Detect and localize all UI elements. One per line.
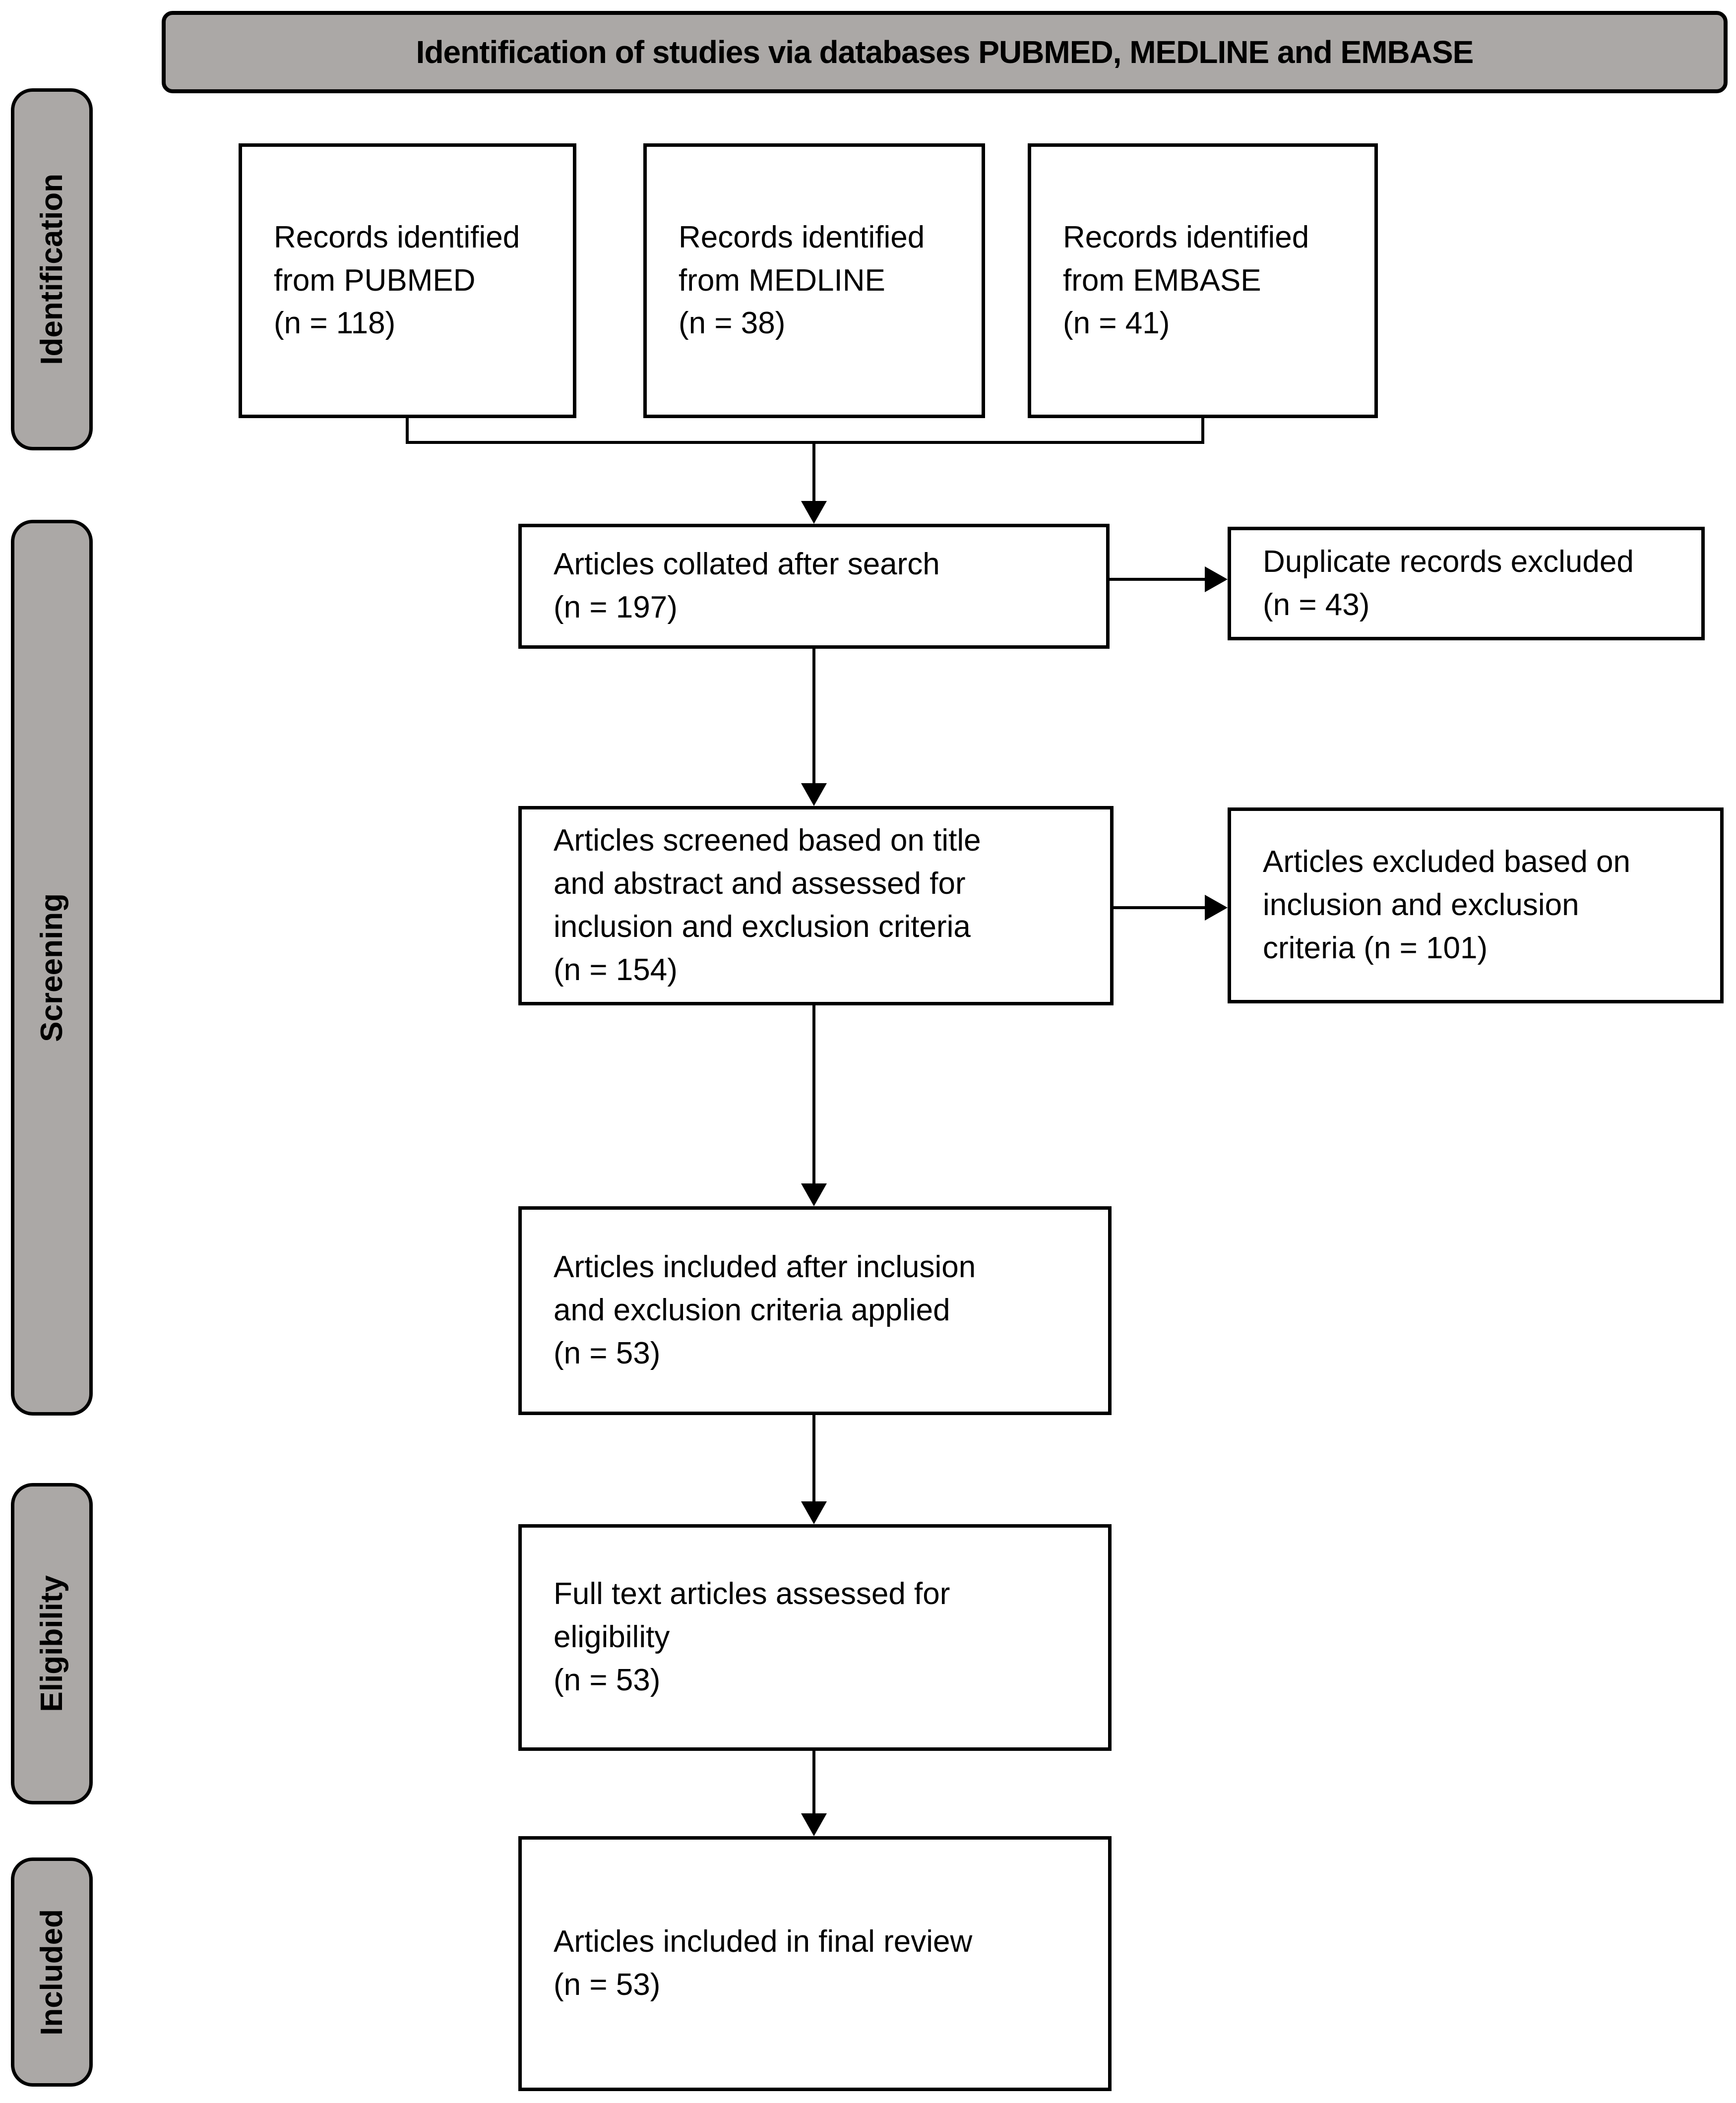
title-banner: Identification of studies via databases … — [162, 11, 1728, 93]
arrow-collated-to-duplicates-line — [1110, 578, 1205, 581]
flow-box-duplicates-excluded: Duplicate records excluded (n = 43) — [1228, 527, 1705, 640]
flow-box-text: Records identified from PUBMED (n = 118) — [274, 220, 520, 341]
flow-box-excluded: Articles excluded based on inclusion and… — [1228, 807, 1724, 1003]
connector-stub-pubmed — [406, 418, 409, 444]
stage-label-included-text: Included — [35, 1909, 69, 2036]
flow-box-text: Articles included after inclusion and ex… — [554, 1250, 976, 1370]
connector-join-horizontal — [406, 441, 1204, 444]
arrow-join-to-collated-line — [812, 444, 815, 502]
flow-box-final-review: Articles included in final review (n = 5… — [518, 1836, 1112, 2091]
flow-box-records-pubmed: Records identified from PUBMED (n = 118) — [239, 143, 576, 418]
flow-box-text: Records identified from MEDLINE (n = 38) — [679, 220, 925, 341]
arrow-down-icon — [801, 1813, 827, 1836]
arrow-collated-to-screened-line — [812, 649, 815, 784]
arrow-included-to-fulltext-line — [812, 1415, 815, 1502]
stage-label-screening: Screening — [11, 520, 93, 1416]
stage-label-screening-text: Screening — [35, 893, 69, 1042]
arrow-down-icon — [801, 501, 827, 524]
arrow-down-icon — [801, 783, 827, 806]
flow-box-collated: Articles collated after search (n = 197) — [518, 524, 1110, 649]
flow-box-text: Duplicate records excluded (n = 43) — [1263, 544, 1634, 622]
title-banner-text: Identification of studies via databases … — [416, 34, 1474, 70]
arrow-screened-to-excluded-line — [1114, 906, 1205, 909]
stage-label-identification-text: Identification — [35, 174, 69, 365]
arrow-down-icon — [801, 1183, 827, 1206]
stage-label-eligibility-text: Eligibility — [35, 1575, 69, 1712]
flow-box-text: Articles excluded based on inclusion and… — [1263, 845, 1631, 965]
arrow-screened-to-included-line — [812, 1005, 815, 1184]
flow-box-records-medline: Records identified from MEDLINE (n = 38) — [643, 143, 985, 418]
arrow-right-icon — [1205, 895, 1228, 921]
flow-box-text: Articles collated after search (n = 197) — [554, 547, 940, 624]
arrow-right-icon — [1205, 566, 1228, 592]
flow-box-text: Records identified from EMBASE (n = 41) — [1063, 220, 1309, 341]
arrow-fulltext-to-final-line — [812, 1751, 815, 1814]
stage-label-identification: Identification — [11, 88, 93, 450]
connector-stub-embase — [1201, 418, 1204, 444]
flow-box-text: Articles included in final review (n = 5… — [554, 1924, 973, 2002]
stage-label-eligibility: Eligibility — [11, 1483, 93, 1804]
flow-box-full-text-assessed: Full text articles assessed for eligibil… — [518, 1524, 1112, 1751]
flow-box-records-embase: Records identified from EMBASE (n = 41) — [1028, 143, 1378, 418]
arrow-down-icon — [801, 1501, 827, 1524]
flow-box-text: Full text articles assessed for eligibil… — [554, 1577, 950, 1697]
flow-box-included-after-criteria: Articles included after inclusion and ex… — [518, 1206, 1112, 1415]
flow-box-text: Articles screened based on title and abs… — [554, 823, 981, 987]
flow-box-screened: Articles screened based on title and abs… — [518, 806, 1114, 1005]
stage-label-included: Included — [11, 1857, 93, 2087]
